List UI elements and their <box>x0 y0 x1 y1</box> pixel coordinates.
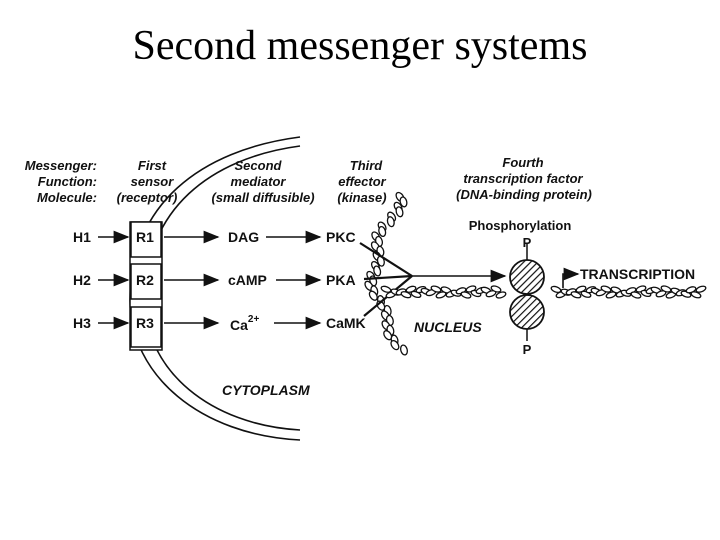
header-fourth-line3: (DNA-binding protein) <box>456 187 592 202</box>
receptor-r3: R3 <box>136 315 154 331</box>
nuclear-envelope-beads <box>364 191 409 356</box>
header-first-line1: First <box>138 158 167 173</box>
receptor-column <box>129 221 163 351</box>
transcription-factor-bottom <box>509 294 545 330</box>
receptor-box-r2 <box>130 263 162 300</box>
nuclear-bead <box>373 265 382 277</box>
mediator-dag: DAG <box>228 229 259 245</box>
kinase-camk: CaMK <box>326 315 366 331</box>
messenger-h2: H2 <box>73 272 91 288</box>
nuclear-bead <box>378 225 387 238</box>
header-row-labels: Messenger: Function: Molecule: <box>25 158 97 205</box>
nuclear-bead <box>383 330 393 341</box>
header-third-line2: effector <box>338 174 386 189</box>
dna-strand <box>380 285 707 299</box>
mediator-ca: Ca2+ <box>230 314 259 333</box>
header-first-line3: (receptor) <box>117 190 178 205</box>
header-fourth-line2: transcription factor <box>463 171 583 186</box>
nuclear-bead <box>386 216 395 228</box>
phosphate-label-bottom: P <box>523 342 532 357</box>
dna-bead <box>630 291 642 299</box>
kinase-pkc: PKC <box>326 229 356 245</box>
header-third-line1: Third <box>350 158 384 173</box>
dna-bead <box>600 285 612 293</box>
dna-bead <box>460 291 472 299</box>
nuclear-bead <box>395 206 404 218</box>
header-messenger-label: Messenger: <box>25 158 97 173</box>
nuclear-bead <box>399 344 409 356</box>
nucleus-label: NUCLEUS <box>414 319 482 335</box>
header-second-mediator: Second mediator (small diffusible) <box>211 158 314 205</box>
kinase-pka: PKA <box>326 272 356 288</box>
transcription-factor-top <box>509 259 545 295</box>
header-first-line2: sensor <box>131 174 175 189</box>
header-molecule-label: Molecule: <box>37 190 97 205</box>
dna-bead <box>495 291 507 299</box>
kinase-convergence <box>359 242 413 317</box>
slide-title: Second messenger systems <box>132 23 588 69</box>
header-third-effector: Third effector (kinase) <box>337 158 386 205</box>
cytoplasm-label: CYTOPLASM <box>222 382 310 398</box>
mediator-ca-superscript: 2+ <box>248 314 260 325</box>
header-first-sensor: First sensor (receptor) <box>117 158 178 205</box>
transcription-start-arrow <box>562 267 580 288</box>
transcription-label: TRANSCRIPTION <box>580 266 695 282</box>
dna-bead <box>695 285 707 293</box>
mediator-camp: cAMP <box>228 272 267 288</box>
dna-bead <box>430 285 442 293</box>
convergence-pka-line <box>363 274 413 281</box>
convergence-pkc-line <box>359 242 413 277</box>
header-second-line2: mediator <box>231 174 287 189</box>
header-second-line3: (small diffusible) <box>211 190 314 205</box>
header-fourth-transcription-factor: Fourth transcription factor (DNA-binding… <box>456 155 592 202</box>
mediator-ca-base: Ca <box>230 317 248 333</box>
receptor-r2: R2 <box>136 272 154 288</box>
nuclear-bead <box>368 290 378 301</box>
header-second-line1: Second <box>235 158 283 173</box>
phosphate-label-top: P <box>523 235 532 250</box>
dna-bead <box>490 285 502 293</box>
nuclear-bead <box>390 339 400 351</box>
phosphorylation-label: Phosphorylation <box>469 218 572 233</box>
header-third-line3: (kinase) <box>337 190 386 205</box>
receptor-r1: R1 <box>136 229 154 245</box>
receptor-box-r3 <box>130 306 162 348</box>
messenger-h1: H1 <box>73 229 91 245</box>
header-fourth-line1: Fourth <box>502 155 543 170</box>
messenger-h3: H3 <box>73 315 91 331</box>
nuclear-bead <box>399 196 408 208</box>
header-function-label: Function: <box>38 174 97 189</box>
receptor-box-r1 <box>130 221 162 258</box>
